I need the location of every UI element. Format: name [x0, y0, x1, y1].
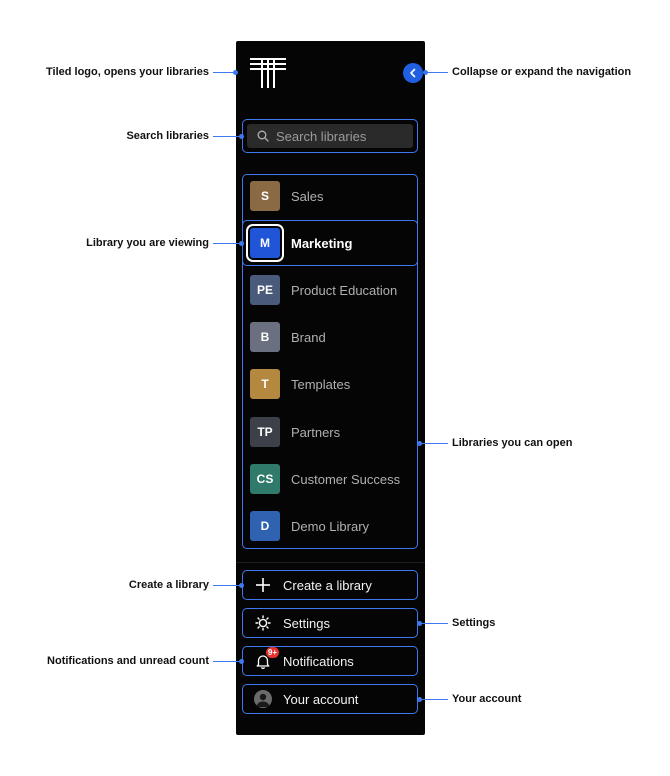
library-avatar: PE [250, 275, 280, 305]
library-item-brand[interactable]: B Brand [250, 320, 418, 354]
library-label: Product Education [291, 282, 398, 298]
leader-line [213, 134, 244, 139]
notifications-label: Notifications [283, 653, 354, 669]
annotation-notifications: Notifications and unread count [47, 655, 209, 667]
settings-label: Settings [283, 615, 330, 631]
library-avatar: TP [250, 417, 280, 447]
library-label: Brand [291, 329, 326, 345]
your-account-label: Your account [283, 691, 359, 707]
library-item-sales[interactable]: S Sales [250, 179, 418, 213]
gear-icon [253, 613, 273, 633]
leader-line [423, 70, 448, 75]
search-box[interactable] [247, 124, 413, 148]
annotation-collapse: Collapse or expand the navigation [452, 66, 632, 78]
library-item-demo-library[interactable]: D Demo Library [250, 509, 418, 543]
navigation-sidebar: S Sales M Marketing PE Product Education… [236, 41, 425, 735]
leader-line [417, 697, 448, 702]
libraries-list-outline [242, 174, 418, 549]
annotation-viewing: Library you are viewing [86, 237, 209, 249]
annotation-settings: Settings [452, 617, 496, 629]
library-label: Demo Library [291, 518, 370, 534]
collapse-navigation-button[interactable] [403, 63, 423, 83]
leader-line [417, 441, 448, 446]
search-outline [242, 119, 418, 153]
library-label: Templates [291, 376, 351, 392]
avatar [253, 689, 273, 709]
library-item-templates[interactable]: T Templates [250, 367, 418, 401]
library-avatar: B [250, 322, 280, 352]
annotation-can-open: Libraries you can open [452, 437, 573, 449]
user-icon [254, 690, 272, 708]
annotation-account: Your account [452, 693, 522, 705]
library-item-marketing[interactable]: M Marketing [250, 226, 418, 260]
leader-line [213, 583, 244, 588]
search-input[interactable] [276, 128, 406, 144]
plus-icon [253, 575, 273, 595]
unread-count-badge: 9+ [265, 647, 279, 658]
annotation-search: Search libraries [126, 130, 209, 142]
library-label: Sales [291, 188, 324, 204]
library-label: Partners [291, 424, 341, 440]
settings-button[interactable]: Settings [242, 608, 418, 638]
annotation-create: Create a library [128, 579, 209, 591]
library-item-product-education[interactable]: PE Product Education [250, 273, 418, 307]
notifications-button[interactable]: 9+ Notifications [242, 646, 418, 676]
create-library-label: Create a library [283, 577, 372, 593]
library-avatar: S [250, 181, 280, 211]
library-avatar: T [250, 369, 280, 399]
divider [236, 562, 425, 563]
tiled-logo-icon[interactable] [250, 57, 288, 89]
leader-line [213, 241, 244, 246]
library-avatar: M [250, 228, 280, 258]
library-label: Customer Success [291, 471, 401, 487]
library-avatar: CS [250, 464, 280, 494]
leader-line [213, 70, 238, 75]
search-icon [257, 130, 269, 142]
leader-line [417, 621, 448, 626]
annotation-logo: Tiled logo, opens your libraries [46, 66, 209, 78]
library-item-partners[interactable]: TP Partners [250, 415, 418, 449]
library-item-customer-success[interactable]: CS Customer Success [250, 462, 418, 496]
library-avatar: D [250, 511, 280, 541]
bell-icon: 9+ [253, 647, 279, 671]
chevron-left-icon [410, 68, 416, 78]
your-account-button[interactable]: Your account [242, 684, 418, 714]
library-label: Marketing [291, 235, 353, 251]
create-library-button[interactable]: Create a library [242, 570, 418, 600]
leader-line [213, 659, 244, 664]
